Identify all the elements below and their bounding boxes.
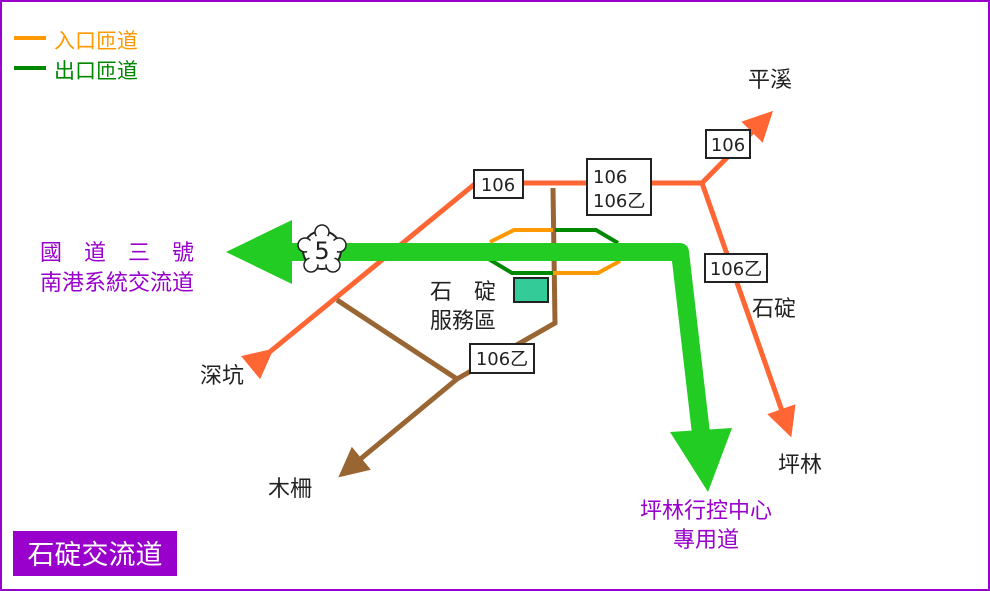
exit-ramp-north [555, 228, 620, 245]
place-shiding: 石碇 [752, 297, 796, 322]
legend-exit-label: 出口匝道 [54, 59, 138, 83]
route-5-shield-number: 5 [314, 237, 329, 265]
route-106b-pinglin-road [699, 182, 796, 438]
svg-text:106乙: 106乙 [593, 191, 645, 212]
control-center-arrowhead [670, 428, 732, 492]
service-area-label-line1: 石 碇 [430, 280, 496, 305]
route-box-106-mid: 106 106乙 [586, 158, 652, 216]
place-shenkeng: 深坑 [200, 364, 244, 389]
route-box-106-east: 106 [705, 129, 751, 159]
exit-ramp-south [485, 256, 553, 275]
freeway-label-line2: 南港系統交流道 [40, 271, 194, 296]
control-center-label-line2: 專用道 [673, 528, 739, 553]
svg-text:106: 106 [481, 175, 515, 196]
entrance-ramp-south [553, 259, 621, 275]
freeway-label-line1: 國 道 三 號 [40, 241, 194, 266]
legend-entrance-label: 入口匝道 [54, 29, 138, 53]
svg-text:106: 106 [711, 135, 745, 156]
freeway-west-arrowhead [226, 220, 292, 284]
entrance-ramp-north [489, 228, 553, 244]
title-badge [13, 531, 177, 576]
route-box-106b-east: 106乙 [704, 253, 768, 283]
route-106b-muzha-road [338, 377, 459, 478]
svg-text:106乙: 106乙 [710, 259, 762, 280]
title-text: 石碇交流道 [28, 540, 163, 571]
route-box-106b-south: 106乙 [469, 343, 535, 374]
freeway-main-line [292, 243, 711, 444]
control-center-label-line1: 坪林行控中心 [640, 499, 772, 524]
place-pingxi: 平溪 [748, 68, 792, 93]
svg-text:106: 106 [593, 167, 627, 188]
route-106b-connector [335, 297, 459, 382]
route-5-shield: 5 [297, 224, 347, 273]
svg-text:106乙: 106乙 [476, 349, 528, 370]
place-pinglin: 坪林 [778, 453, 822, 478]
route-box-106-west: 106 [473, 169, 524, 199]
place-muzha: 木柵 [268, 477, 312, 502]
service-area-label-line2: 服務區 [430, 309, 496, 334]
service-area-icon [513, 277, 549, 303]
